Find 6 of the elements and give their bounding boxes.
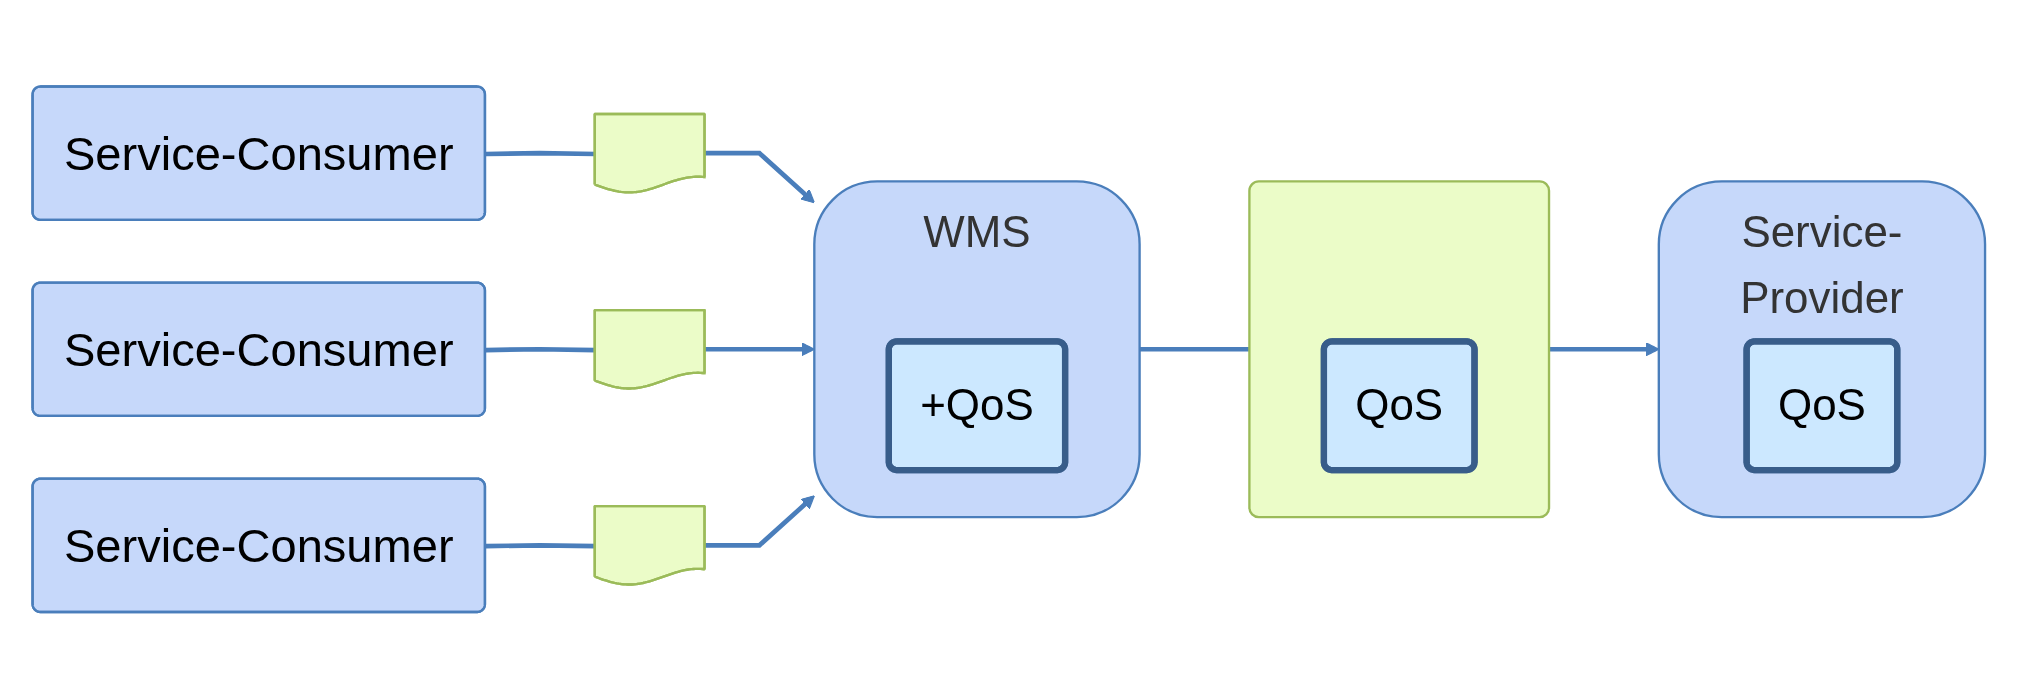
cluster xyxy=(1248,180,1551,519)
arrow xyxy=(1549,342,1660,357)
connector xyxy=(485,347,596,353)
connector xyxy=(1139,347,1250,352)
connector xyxy=(485,151,596,157)
connector xyxy=(485,543,596,549)
